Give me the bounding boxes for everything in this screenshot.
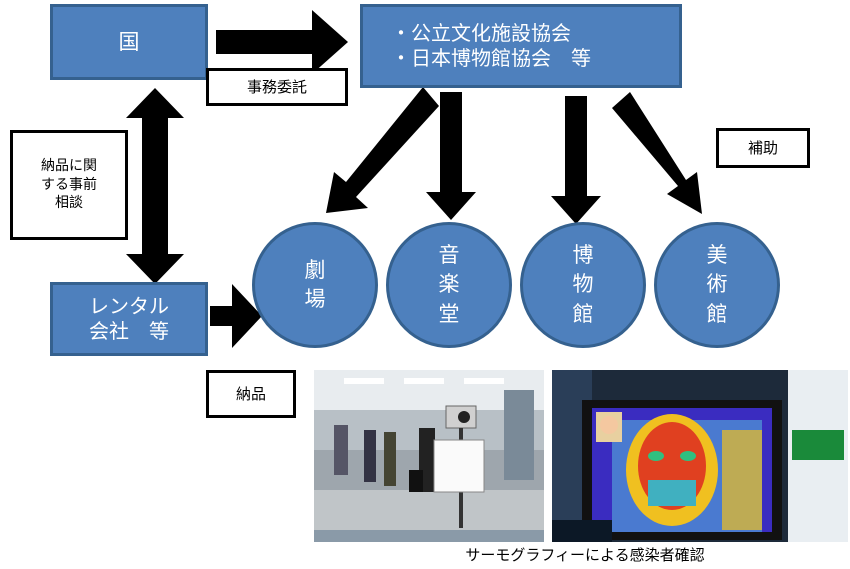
- arrow-associations-to-concert-hall: [426, 92, 476, 220]
- jimu-itaku-label: 事務委託: [246, 77, 307, 96]
- photo-caption: サーモグラフィーによる感染者確認: [465, 546, 705, 564]
- consultation-label-box: 納品に関 する事前 相談: [10, 130, 128, 240]
- nohin-label: 納品: [235, 384, 266, 403]
- arrow-associations-to-art-museum: [612, 92, 702, 214]
- thermal-scene-image: [552, 370, 848, 542]
- concert-hall-circle: 音 楽 堂: [386, 222, 512, 348]
- thermal-monitor-photo: [552, 370, 848, 542]
- arrow-associations-to-museum: [551, 96, 601, 224]
- museum-label: 博 物 館: [572, 242, 594, 326]
- theater-label: 劇 場: [304, 257, 326, 311]
- airport-thermal-camera-photo: [314, 370, 544, 542]
- jimu-itaku-label-box: 事務委託: [206, 68, 348, 106]
- nohin-label-box: 納品: [206, 370, 296, 418]
- museum-circle: 博 物 館: [520, 222, 646, 348]
- rental-box: レンタル 会社 等: [50, 282, 208, 356]
- associations-box: ・公立文化施設協会 ・日本博物館協会 等: [360, 4, 682, 88]
- associations-label: ・公立文化施設協会 ・日本博物館協会 等: [391, 21, 591, 70]
- kuni-box: 国: [50, 4, 208, 80]
- rental-label: レンタル 会社 等: [89, 294, 169, 343]
- kuni-label: 国: [118, 29, 140, 54]
- arrow-kuni-to-associations: [216, 10, 348, 74]
- arrow-kuni-rental-bidirectional: [126, 88, 184, 284]
- hojo-label: 補助: [747, 138, 778, 157]
- theater-circle: 劇 場: [252, 222, 378, 348]
- art-museum-label: 美 術 館: [706, 242, 728, 326]
- hojo-label-box: 補助: [716, 128, 810, 168]
- consultation-label: 納品に関 する事前 相談: [41, 157, 97, 212]
- concert-hall-label: 音 楽 堂: [438, 242, 460, 326]
- airport-scene-image: [314, 370, 544, 542]
- art-museum-circle: 美 術 館: [654, 222, 780, 348]
